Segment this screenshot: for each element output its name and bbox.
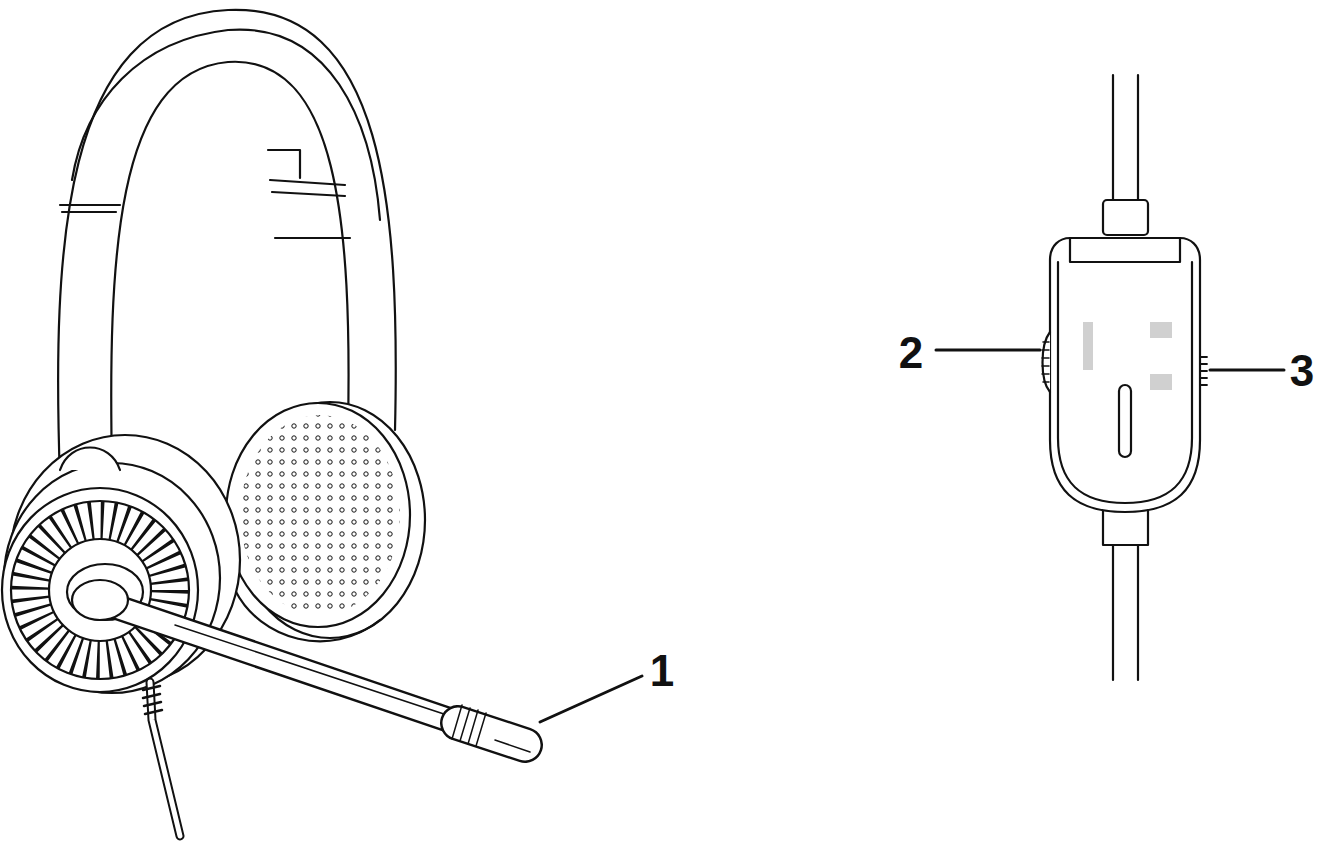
cable (143, 682, 180, 836)
ear-cushion (226, 402, 425, 641)
leader-line (1210, 369, 1284, 372)
callout-number: 2 (899, 331, 923, 375)
leader-line (540, 676, 642, 722)
leader-line (936, 349, 1040, 352)
ear-cup (2, 435, 240, 693)
inline-control (1042, 75, 1207, 680)
callout-number: 1 (650, 649, 674, 693)
mic-boom (72, 580, 530, 752)
callout-number: 3 (1290, 349, 1314, 393)
